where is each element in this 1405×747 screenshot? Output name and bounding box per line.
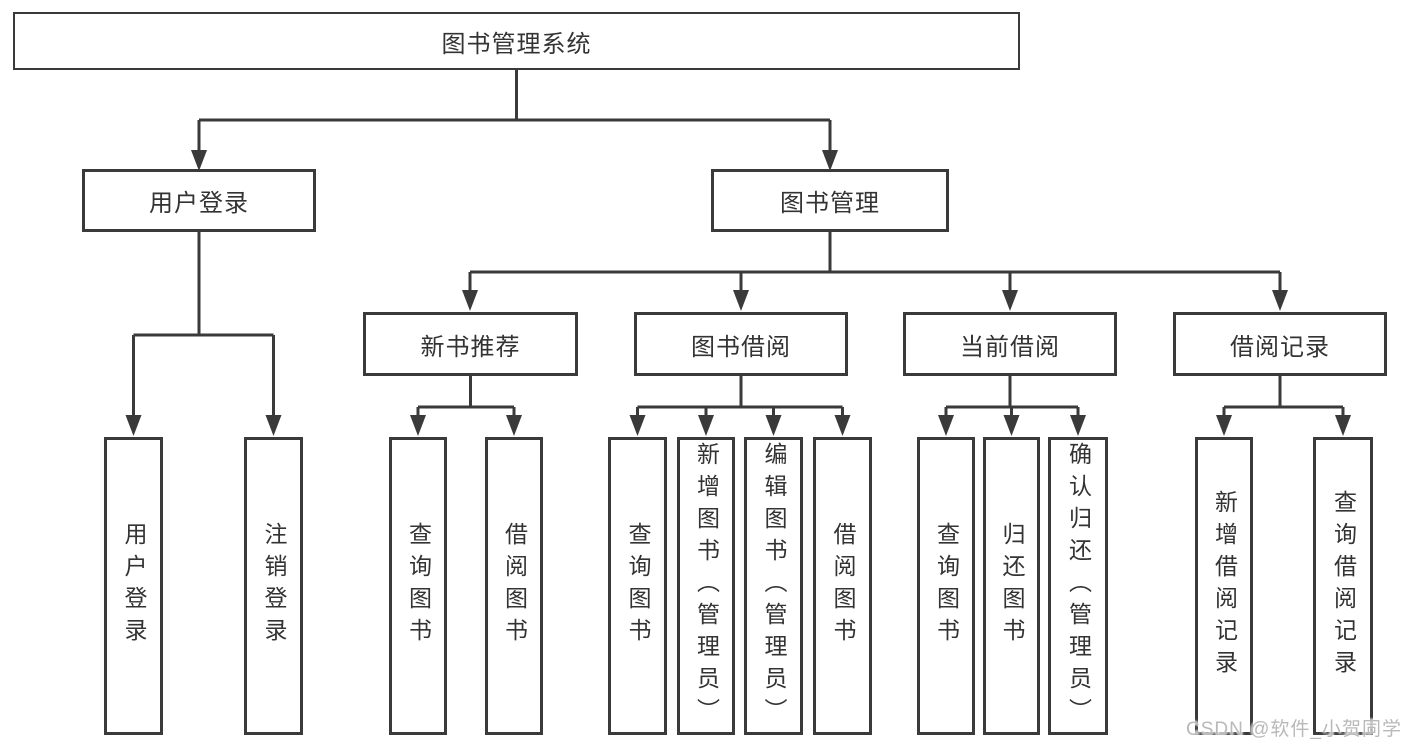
node-bb-borrow-books: 借阅图书 (813, 437, 872, 735)
node-br-query-borrow-record: 查询借阅记录 (1313, 437, 1373, 735)
node-current-borrowing: 当前借阅 (903, 312, 1117, 376)
node-borrowing-records: 借阅记录 (1173, 312, 1387, 376)
node-book-borrowing: 图书借阅 (634, 312, 848, 376)
connector-book-management (468, 232, 1282, 293)
connector-new-book (416, 376, 516, 418)
node-nb-query-books: 查询图书 (389, 437, 447, 735)
node-user-login-action: 用户登录 (104, 437, 163, 735)
csdn-watermark: CSDN @软件_小贺同学 (1186, 719, 1402, 740)
connector-root (197, 70, 832, 153)
connector-borrowing-records (1222, 376, 1345, 418)
node-new-book-recommendation: 新书推荐 (363, 312, 578, 376)
node-library-management-system: 图书管理系统 (13, 12, 1020, 70)
node-bb-add-books-admin: 新增图书（管理员） (677, 437, 735, 735)
node-cb-return-books: 归还图书 (983, 437, 1040, 735)
node-book-management: 图书管理 (711, 169, 949, 232)
node-nb-borrow-books: 借阅图书 (485, 437, 543, 735)
connector-current-borrowing (944, 376, 1080, 418)
node-logout-action: 注销登录 (244, 437, 303, 735)
node-bb-edit-books-admin: 编辑图书（管理员） (744, 437, 803, 735)
connector-user-login (132, 232, 275, 418)
node-cb-confirm-return-admin: 确认归还（管理员） (1048, 437, 1108, 735)
node-cb-query-books: 查询图书 (917, 437, 975, 735)
connector-book-borrowing (636, 376, 844, 418)
node-bb-query-books: 查询图书 (608, 437, 667, 735)
node-user-login: 用户登录 (82, 169, 316, 232)
arrowheads (125, 150, 1351, 436)
node-br-add-borrow-record: 新增借阅记录 (1195, 437, 1253, 735)
